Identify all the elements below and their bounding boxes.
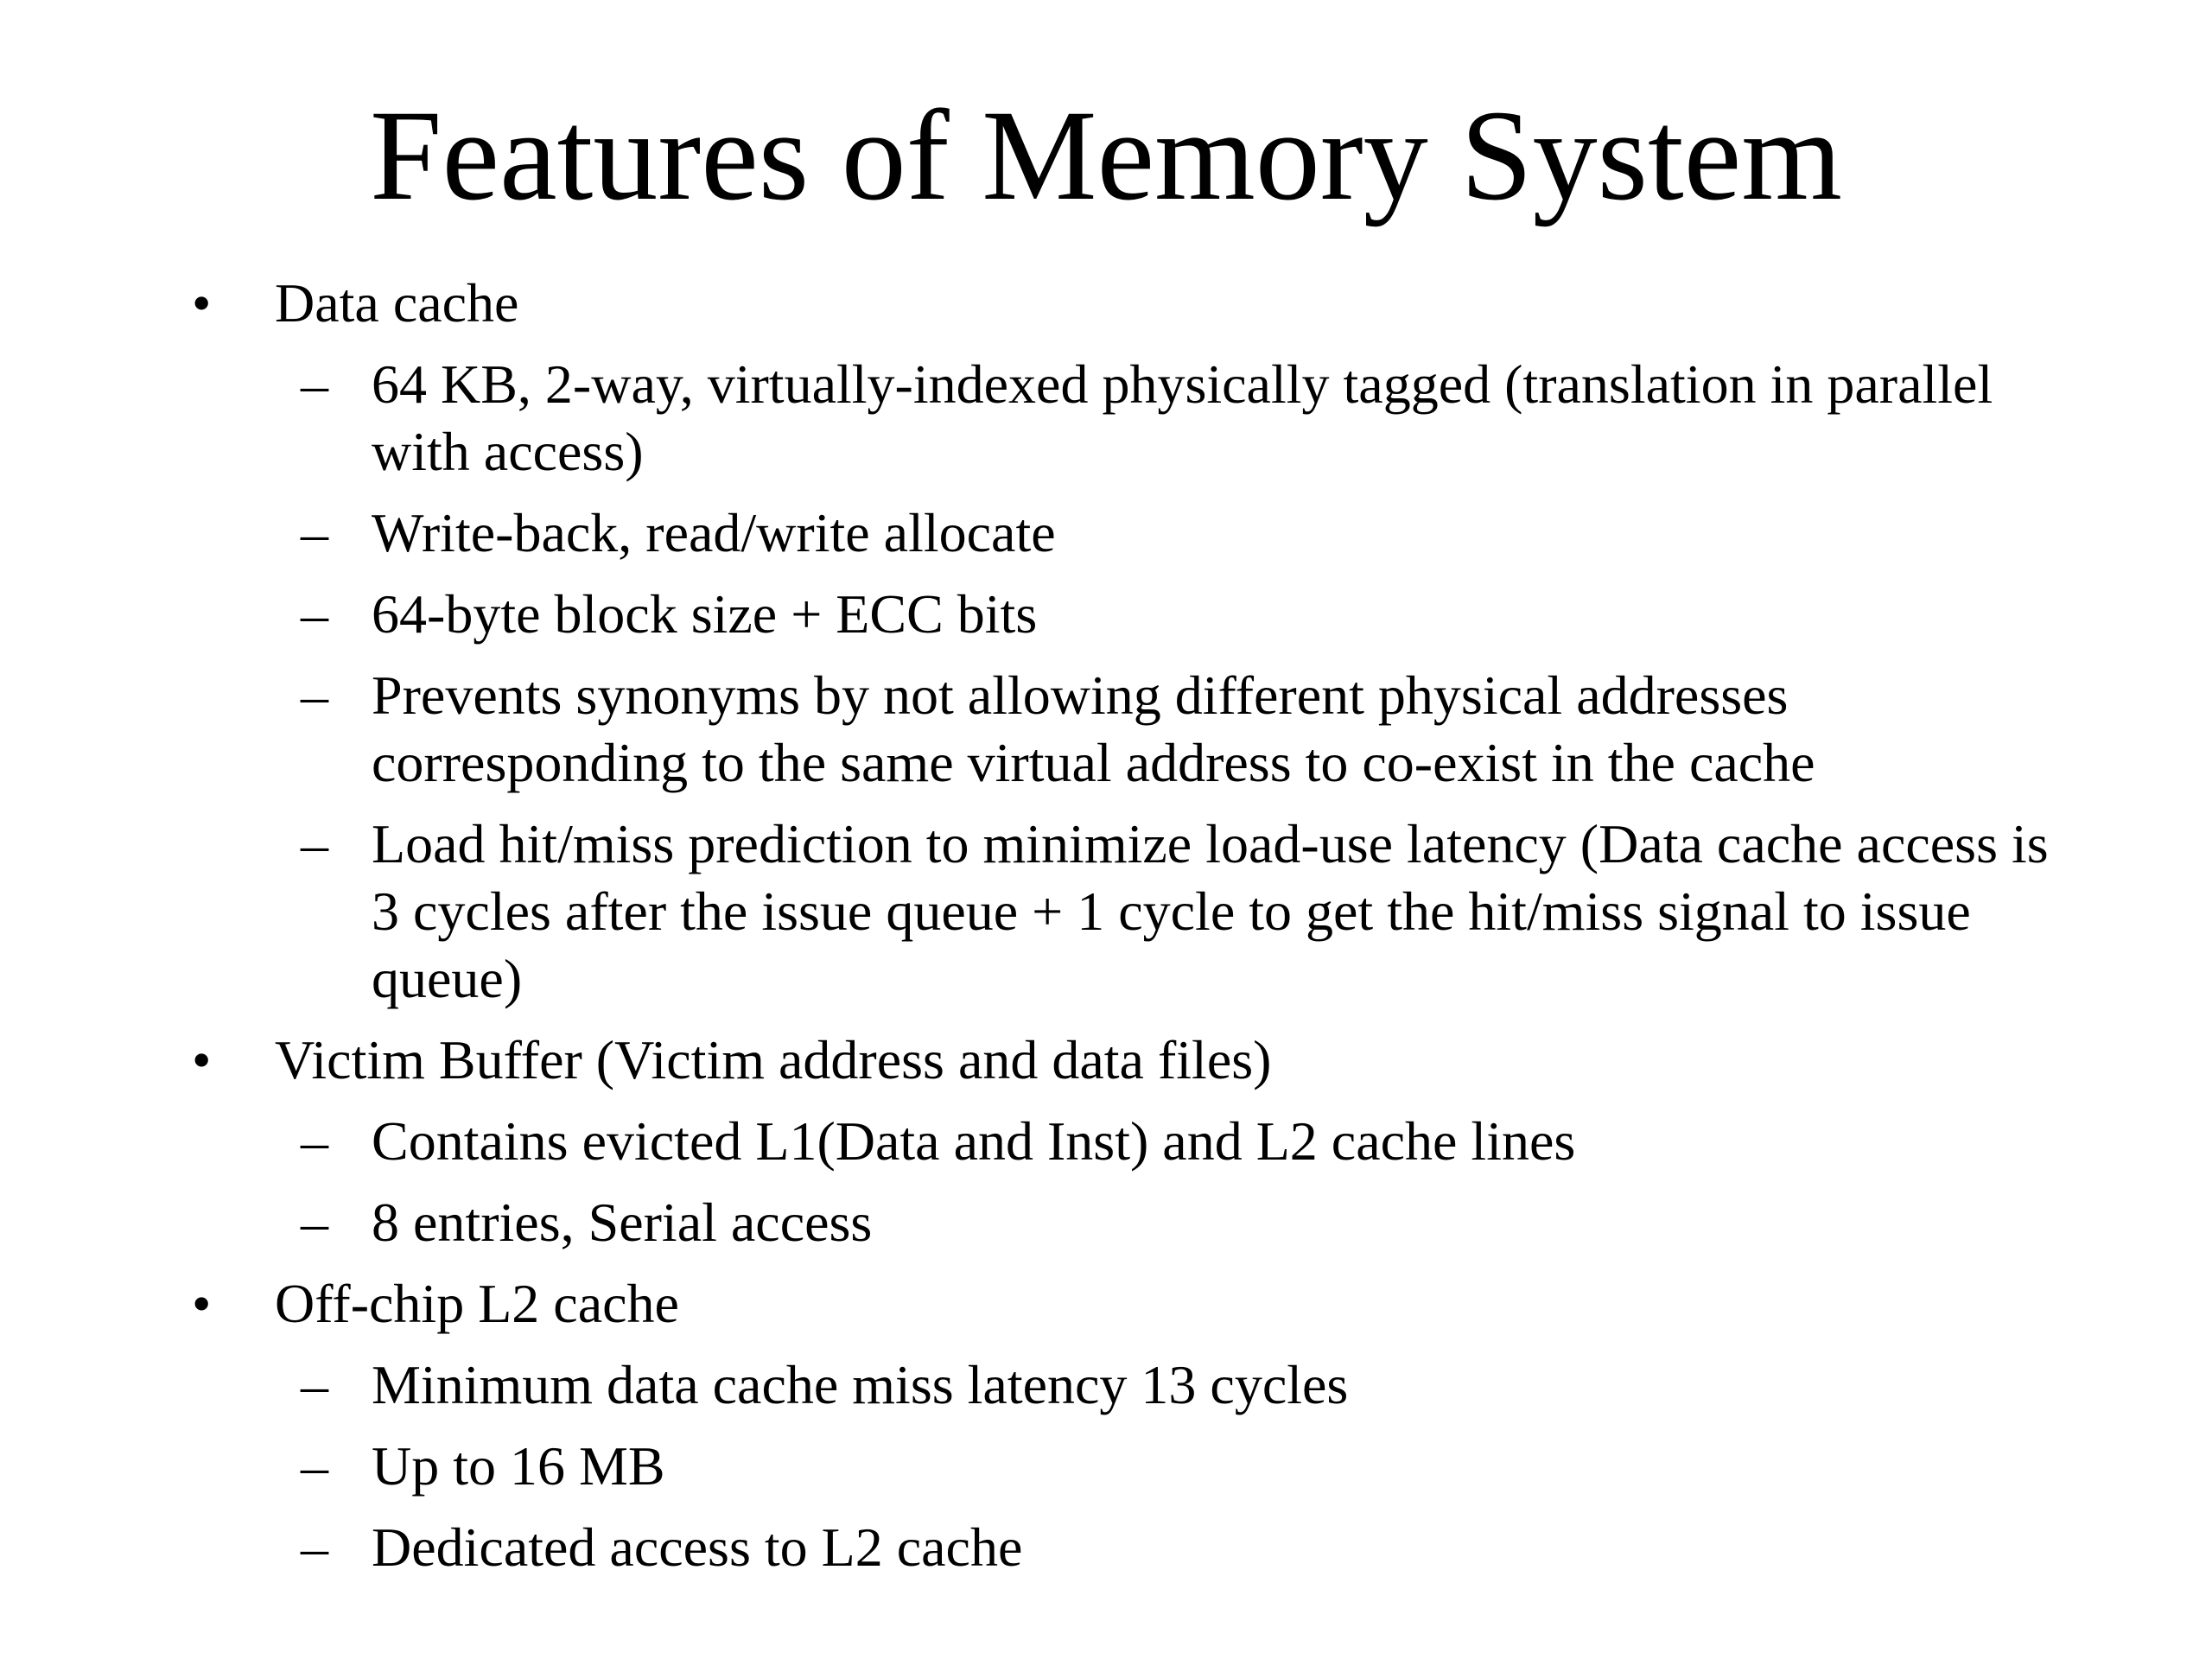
sub-item-text: 8 entries, Serial access [372,1192,873,1253]
bullet-label: Off-chip L2 cache [275,1273,679,1334]
dash-marker: – [301,1516,328,1578]
sub-list: – Contains evicted L1(Data and Inst) and… [0,1108,2212,1256]
dash-marker: – [301,583,328,645]
sub-item-text: Prevents synonyms by not allowing differ… [372,664,1815,793]
sub-item-text: 64 KB, 2-way, virtually-indexed physical… [372,353,1993,482]
bullet-marker: • [192,1273,212,1334]
sub-item: – Write-back, read/write allocate [0,499,2212,567]
bullet-label: Victim Buffer (Victim address and data f… [275,1029,1272,1090]
sub-item: – Prevents synonyms by not allowing diff… [0,662,2212,797]
sub-item: – 64-byte block size + ECC bits [0,581,2212,648]
sub-list: – Minimum data cache miss latency 13 cyc… [0,1351,2212,1581]
sub-item-text: Minimum data cache miss latency 13 cycle… [372,1354,1349,1415]
bullet-marker: • [192,1029,212,1090]
dash-marker: – [301,664,328,726]
dash-marker: – [301,1110,328,1172]
sub-item: – Load hit/miss prediction to minimize l… [0,810,2212,1013]
bullet-list: • Data cache – 64 KB, 2-way, virtually-i… [0,270,2212,1581]
dash-marker: – [301,1354,328,1415]
sub-item: – 64 KB, 2-way, virtually-indexed physic… [0,351,2212,486]
sub-item: – Up to 16 MB [0,1433,2212,1500]
dash-marker: – [301,1192,328,1253]
sub-item: – 8 entries, Serial access [0,1189,2212,1256]
bullet-data-cache: • Data cache – 64 KB, 2-way, virtually-i… [0,270,2212,1013]
bullet-label: Data cache [275,272,519,334]
sub-item-text: 64-byte block size + ECC bits [372,583,1038,645]
slide-title: Features of Memory System [370,84,1842,227]
sub-item: – Minimum data cache miss latency 13 cyc… [0,1351,2212,1419]
bullet-marker: • [192,272,212,334]
dash-marker: – [301,353,328,415]
sub-item-text: Load hit/miss prediction to minimize loa… [372,813,2049,1009]
dash-marker: – [301,1435,328,1497]
dash-marker: – [301,813,328,874]
sub-item: – Contains evicted L1(Data and Inst) and… [0,1108,2212,1175]
sub-item-text: Dedicated access to L2 cache [372,1516,1023,1578]
sub-list: – 64 KB, 2-way, virtually-indexed physic… [0,351,2212,1013]
dash-marker: – [301,502,328,563]
sub-item: – Dedicated access to L2 cache [0,1514,2212,1581]
bullet-off-chip-l2: • Off-chip L2 cache – Minimum data cache… [0,1270,2212,1581]
sub-item-text: Contains evicted L1(Data and Inst) and L… [372,1110,1576,1172]
bullet-victim-buffer: • Victim Buffer (Victim address and data… [0,1027,2212,1256]
sub-item-text: Write-back, read/write allocate [372,502,1056,563]
sub-item-text: Up to 16 MB [372,1435,665,1497]
